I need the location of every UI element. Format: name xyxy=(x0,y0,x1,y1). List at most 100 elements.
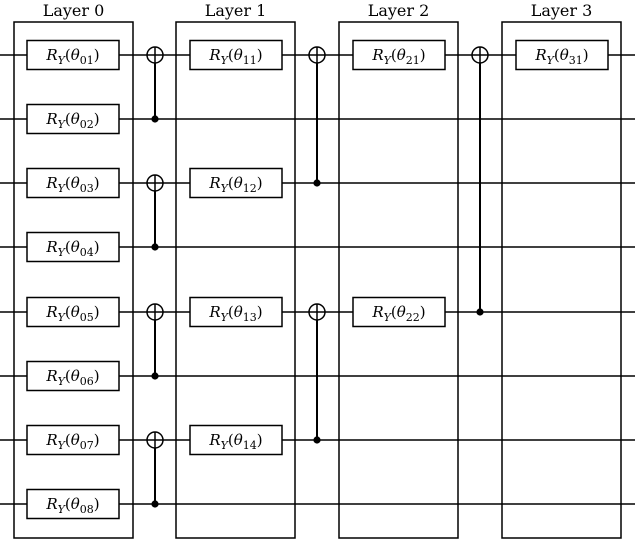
gate-param: θ xyxy=(397,303,406,321)
gate-open-paren: ( xyxy=(65,367,71,385)
gate-param: θ xyxy=(71,110,80,128)
cnot-gate xyxy=(308,46,326,187)
gate-close-paren: ) xyxy=(94,367,100,385)
cnot-gates xyxy=(146,46,489,508)
gate-label: RY(θ11) xyxy=(208,46,262,67)
gate-close-paren: ) xyxy=(583,46,589,64)
gate-index: 31 xyxy=(569,54,583,67)
gate-close-paren: ) xyxy=(94,174,100,192)
gate-label: RY(θ01) xyxy=(45,46,99,67)
layer-title: Layer 3 xyxy=(531,1,593,20)
cnot-gate xyxy=(146,46,164,123)
gate-subscript: Y xyxy=(384,311,393,324)
layer-box xyxy=(338,21,459,539)
gate-subscript: Y xyxy=(58,118,67,131)
gate-open-paren: ( xyxy=(228,46,234,64)
ry-gate: RY(θ01) xyxy=(26,39,120,71)
gate-box xyxy=(26,296,120,328)
gate-open-paren: ( xyxy=(65,495,71,513)
cnot-control-dot xyxy=(476,308,484,316)
gate-label: RY(θ07) xyxy=(45,431,99,452)
layer-box xyxy=(501,21,622,539)
gate-base: R xyxy=(45,238,57,256)
gate-open-paren: ( xyxy=(554,46,560,64)
gate-subscript: Y xyxy=(58,246,67,259)
gate-param: θ xyxy=(71,46,80,64)
gate-box xyxy=(189,424,283,456)
gate-index: 06 xyxy=(80,375,94,388)
gate-close-paren: ) xyxy=(420,303,426,321)
gate-open-paren: ( xyxy=(228,431,234,449)
gate-box xyxy=(26,167,120,199)
ry-gate: RY(θ03) xyxy=(26,167,120,199)
gate-label: RY(θ13) xyxy=(208,303,262,324)
rotation-gates: RY(θ01)RY(θ02)RY(θ03)RY(θ04)RY(θ05)RY(θ0… xyxy=(26,39,609,520)
gate-param: θ xyxy=(234,431,243,449)
ry-gate: RY(θ22) xyxy=(352,296,446,328)
gate-base: R xyxy=(534,46,546,64)
gate-label: RY(θ12) xyxy=(208,174,262,195)
gate-param: θ xyxy=(234,303,243,321)
ry-gate: RY(θ13) xyxy=(189,296,283,328)
gate-param: θ xyxy=(234,46,243,64)
gate-open-paren: ( xyxy=(65,110,71,128)
gate-label: RY(θ03) xyxy=(45,174,99,195)
gate-base: R xyxy=(45,303,57,321)
gate-close-paren: ) xyxy=(94,431,100,449)
ry-gate: RY(θ07) xyxy=(26,424,120,456)
gate-label: RY(θ31) xyxy=(534,46,588,67)
gate-base: R xyxy=(45,46,57,64)
cnot-gate xyxy=(146,303,164,380)
ry-gate: RY(θ04) xyxy=(26,231,120,263)
gate-index: 22 xyxy=(406,311,420,324)
gate-label: RY(θ06) xyxy=(45,367,99,388)
gate-open-paren: ( xyxy=(391,46,397,64)
gate-base: R xyxy=(371,303,383,321)
gate-param: θ xyxy=(560,46,569,64)
gate-open-paren: ( xyxy=(65,431,71,449)
layer-title: Layer 0 xyxy=(43,1,105,20)
gate-param: θ xyxy=(71,238,80,256)
gate-open-paren: ( xyxy=(65,174,71,192)
gate-close-paren: ) xyxy=(94,46,100,64)
gate-close-paren: ) xyxy=(257,46,263,64)
gate-index: 12 xyxy=(243,182,257,195)
cnot-gate xyxy=(146,174,164,251)
gate-subscript: Y xyxy=(58,54,67,67)
ry-gate: RY(θ06) xyxy=(26,360,120,392)
gate-close-paren: ) xyxy=(94,303,100,321)
gate-box xyxy=(26,103,120,135)
gate-subscript: Y xyxy=(221,311,230,324)
gate-close-paren: ) xyxy=(257,174,263,192)
gate-base: R xyxy=(208,46,220,64)
gate-index: 08 xyxy=(80,503,94,516)
gate-subscript: Y xyxy=(384,54,393,67)
cnot-gate xyxy=(146,431,164,508)
gate-close-paren: ) xyxy=(420,46,426,64)
ry-gate: RY(θ12) xyxy=(189,167,283,199)
gate-index: 11 xyxy=(243,54,257,67)
ry-gate: RY(θ02) xyxy=(26,103,120,135)
gate-box xyxy=(26,360,120,392)
gate-label: RY(θ05) xyxy=(45,303,99,324)
gate-label: RY(θ02) xyxy=(45,110,99,131)
gate-close-paren: ) xyxy=(94,495,100,513)
gate-base: R xyxy=(45,367,57,385)
gate-subscript: Y xyxy=(221,182,230,195)
gate-index: 07 xyxy=(80,439,94,452)
ry-gate: RY(θ31) xyxy=(515,39,609,71)
gate-base: R xyxy=(45,431,57,449)
gate-index: 03 xyxy=(80,182,94,195)
gate-param: θ xyxy=(71,367,80,385)
gate-box xyxy=(189,167,283,199)
gate-subscript: Y xyxy=(58,503,67,516)
cnot-control-dot xyxy=(151,372,159,380)
gate-base: R xyxy=(208,431,220,449)
gate-param: θ xyxy=(397,46,406,64)
layer-box xyxy=(175,21,296,539)
ry-gate: RY(θ05) xyxy=(26,296,120,328)
gate-subscript: Y xyxy=(221,439,230,452)
gate-box xyxy=(352,296,446,328)
